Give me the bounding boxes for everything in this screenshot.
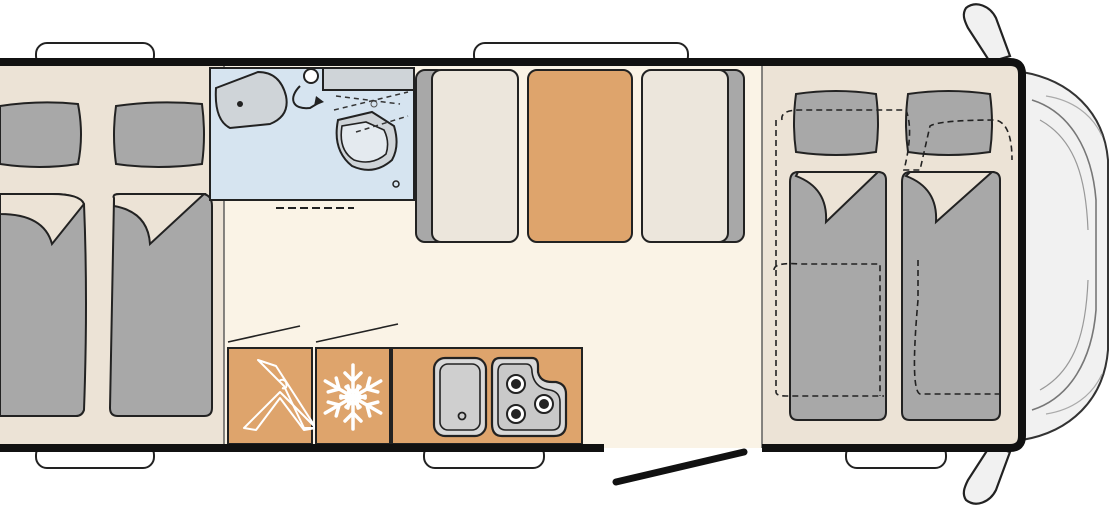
mattress [789, 171, 887, 421]
kitchen-counter [391, 347, 583, 445]
outer-walls [0, 58, 1026, 452]
side-mirror-right [962, 444, 1012, 505]
rear-bed-left [0, 101, 87, 417]
folded-duvet [0, 193, 86, 247]
gas-hob-icon [490, 356, 568, 438]
mattress [901, 171, 1001, 421]
vehicle-cab [1021, 70, 1109, 442]
snowflake-icon [323, 363, 383, 431]
dining-table [527, 69, 633, 243]
sink-icon [432, 356, 488, 438]
rear-bed-right [108, 101, 213, 417]
folded-duvet [904, 171, 995, 225]
folded-duvet [112, 193, 207, 247]
front-bed [773, 90, 1013, 421]
pillow [0, 101, 82, 168]
wardrobe [227, 347, 317, 445]
dropdown-bed-outline [773, 109, 1013, 397]
dinette-seat-front [641, 69, 745, 243]
pillow [905, 90, 993, 156]
rotate-arrow-icon [292, 85, 321, 110]
toilet [335, 100, 398, 171]
wash-basin [214, 70, 288, 130]
entrance-door [612, 448, 748, 486]
dinette-seat-rear [415, 69, 519, 243]
drain [392, 180, 400, 188]
bathroom [209, 67, 415, 209]
fridge [315, 347, 391, 445]
pillow [113, 101, 205, 168]
folded-duvet [794, 171, 881, 225]
side-mirror-left [962, 3, 1012, 64]
tap [303, 68, 319, 84]
pillow [793, 90, 879, 156]
